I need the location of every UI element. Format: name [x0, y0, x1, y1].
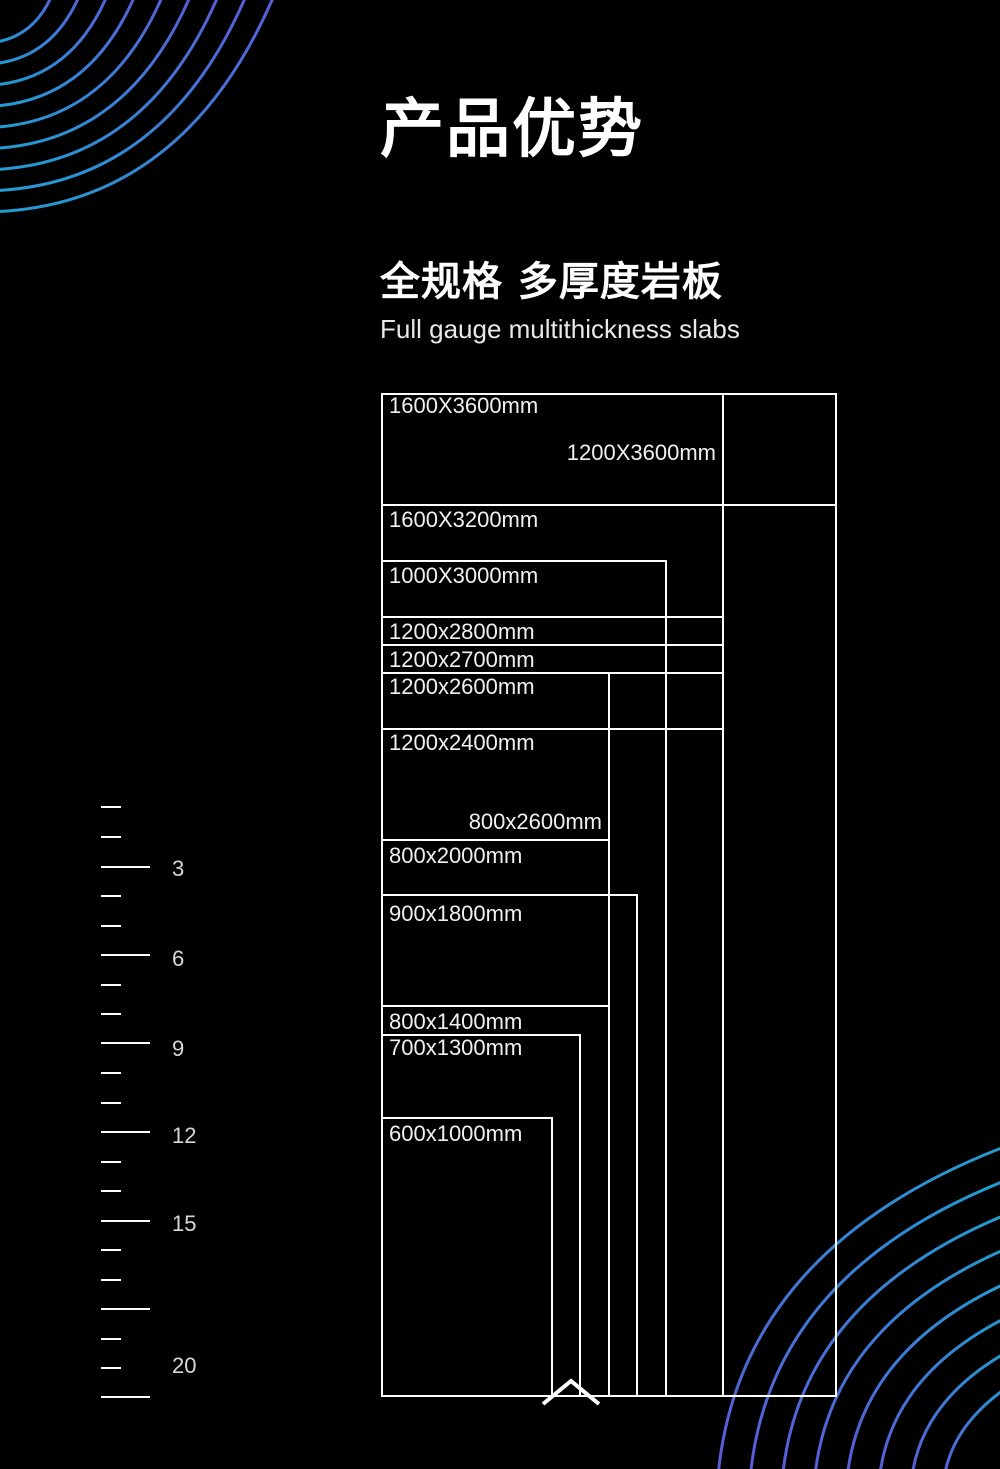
slab-size-label: 1000X3000mm	[389, 563, 538, 588]
bottom-right-waves	[717, 1147, 1000, 1469]
slab-size-label: 1200X3600mm	[567, 440, 716, 465]
wave-line	[0, 0, 52, 43]
page-title: 产品优势	[380, 93, 644, 167]
slab-size-label: 1200x2700mm	[389, 647, 535, 672]
slab-size-label: 800x1400mm	[389, 1009, 522, 1034]
chevron-up-icon[interactable]	[541, 1378, 601, 1406]
wave-line	[911, 1354, 1000, 1469]
slab-size-label: 800x2000mm	[389, 843, 522, 868]
wave-line	[846, 1284, 1000, 1469]
wave-line	[0, 0, 79, 65]
wave-line	[749, 1181, 1000, 1469]
slab-size-label: 1600X3600mm	[389, 393, 538, 418]
scale-tick-label: 20	[172, 1353, 196, 1378]
slab-size-label: 1600X3200mm	[389, 507, 538, 532]
wave-line	[0, 0, 191, 150]
section-title: 全规格 多厚度岩板	[380, 259, 723, 305]
slab-size-label: 1200x2400mm	[389, 730, 535, 755]
scale-tick-label: 3	[172, 856, 184, 881]
slab-outline	[381, 1117, 553, 1397]
wave-line	[0, 0, 135, 108]
slab-size-label: 1200x2600mm	[389, 674, 535, 699]
wave-line	[879, 1319, 1000, 1469]
slab-size-label: 800x2600mm	[469, 809, 602, 834]
wave-line	[0, 0, 163, 129]
wave-line	[0, 0, 107, 86]
wave-line	[0, 0, 274, 213]
slab-size-label: 1200x2800mm	[389, 619, 535, 644]
scale-tick-label: 12	[172, 1123, 196, 1148]
scale-tick-label: 9	[172, 1036, 184, 1061]
wave-line	[781, 1215, 1000, 1469]
top-left-waves	[0, 0, 274, 213]
scale-tick-label: 15	[172, 1211, 196, 1236]
wave-line	[0, 0, 219, 171]
slab-size-label: 700x1300mm	[389, 1035, 522, 1060]
slab-size-label: 900x1800mm	[389, 901, 522, 926]
section-subtitle-en: Full gauge multithickness slabs	[380, 314, 740, 344]
slab-size-label: 600x1000mm	[389, 1121, 522, 1146]
wave-line	[0, 0, 246, 192]
wave-line	[814, 1249, 1000, 1469]
wave-line	[717, 1147, 1000, 1469]
wave-line	[944, 1390, 1000, 1469]
scale-tick-label: 6	[172, 946, 184, 971]
